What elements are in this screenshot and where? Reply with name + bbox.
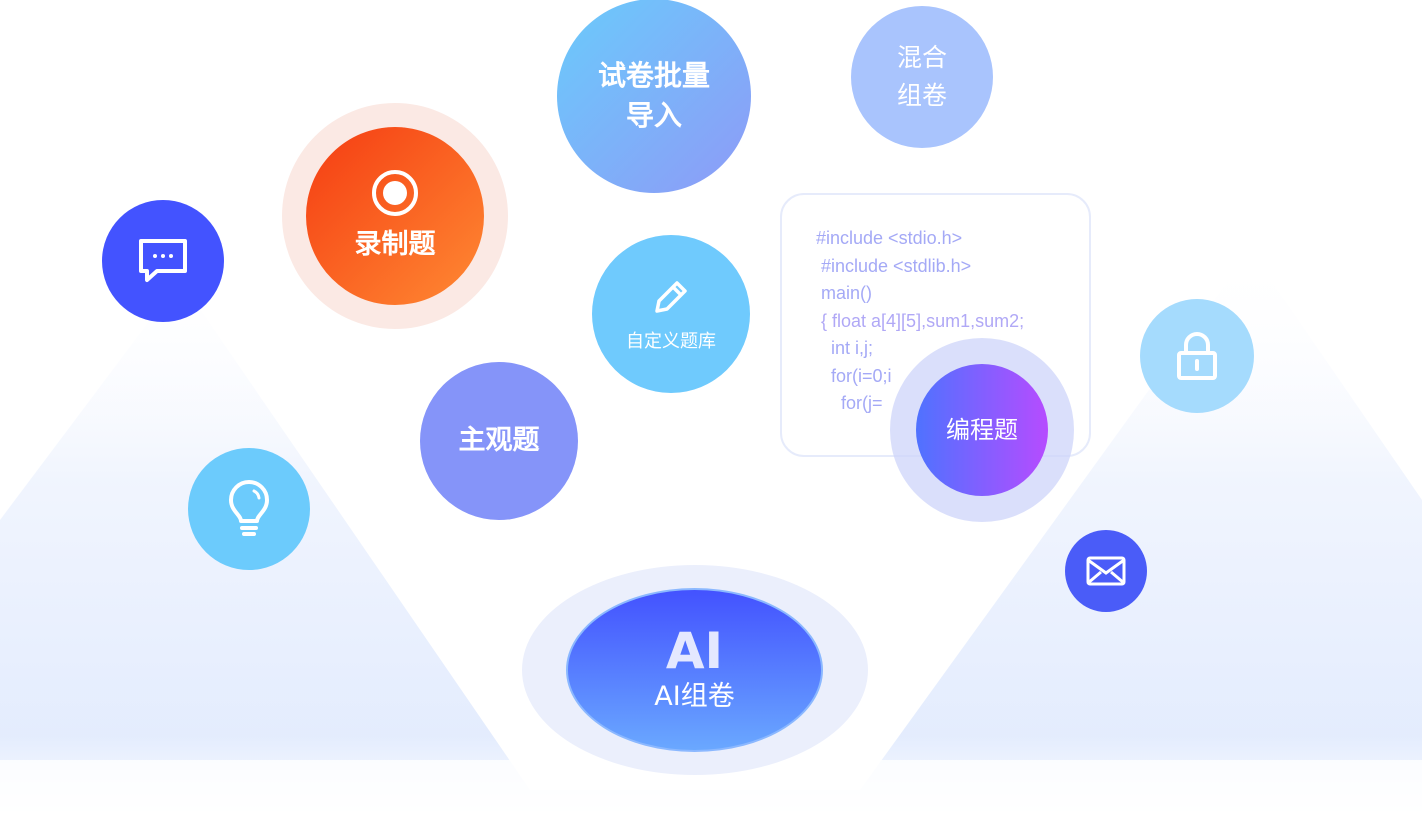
batch-import-label-1: 试卷批量: [597, 59, 710, 92]
mixed-label-1: 混合: [896, 43, 947, 72]
record-label: 录制题: [354, 229, 436, 260]
ai-big-text: AI: [665, 622, 724, 680]
mixed-paper-node[interactable]: 混合 组卷: [851, 6, 993, 148]
mail-icon: [1086, 556, 1126, 586]
code-line: for(i=0;i: [816, 365, 892, 386]
code-line: #include <stdio.h>: [816, 228, 963, 248]
lightbulb-node[interactable]: [188, 448, 310, 570]
code-line: { float a[4][5],sum1,sum2;: [816, 310, 1025, 331]
record-icon: [372, 170, 418, 216]
code-line: int i,j;: [816, 338, 874, 358]
ai-compose-node[interactable]: AI AI组卷: [566, 588, 823, 752]
ai-compose-label: AI组卷: [654, 681, 735, 712]
code-line: for(j=: [816, 393, 883, 413]
lock-icon: [1177, 332, 1217, 380]
lightbulb-icon: [229, 480, 269, 536]
subjective-label: 主观题: [458, 425, 540, 456]
custom-bank-node[interactable]: 自定义题库: [592, 235, 750, 393]
programming-node[interactable]: 编程题: [916, 364, 1048, 496]
pencil-icon: [655, 281, 687, 313]
batch-import-node[interactable]: 试卷批量 导入: [557, 0, 751, 193]
programming-label: 编程题: [946, 416, 1018, 444]
lock-node[interactable]: [1140, 299, 1254, 413]
record-question-node[interactable]: 录制题: [306, 127, 484, 305]
chat-icon: [139, 239, 187, 282]
mail-node[interactable]: [1065, 530, 1147, 612]
custom-bank-label: 自定义题库: [626, 331, 716, 352]
chat-bubble-node[interactable]: [102, 200, 224, 322]
code-line: #include <stdlib.h>: [816, 255, 972, 276]
code-line: main(): [816, 283, 873, 303]
subjective-node[interactable]: 主观题: [420, 362, 578, 520]
mixed-label-2: 组卷: [896, 81, 947, 110]
batch-import-label-2: 导入: [625, 99, 682, 132]
